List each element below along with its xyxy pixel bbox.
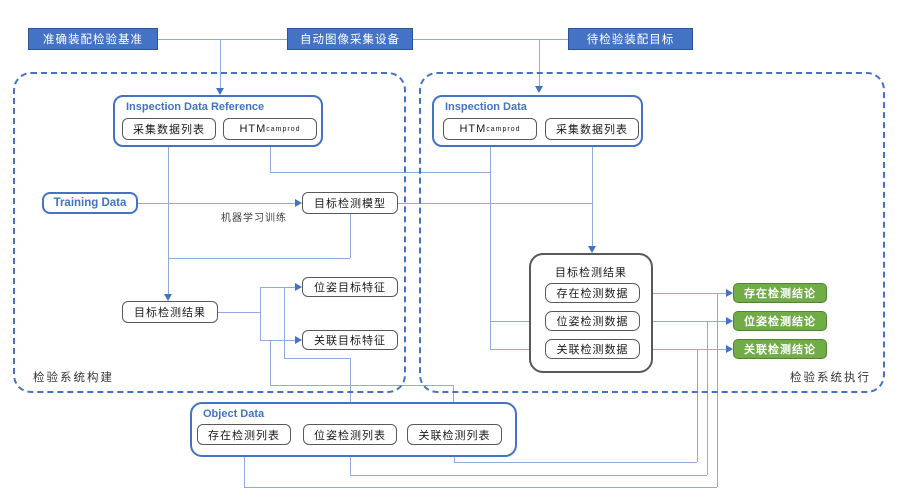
connector-line: [244, 444, 245, 487]
box-association-detection-data: 关联检测数据: [545, 339, 640, 359]
connector-line: [490, 321, 545, 322]
box-pose-target-feature: 位姿目标特征: [302, 277, 398, 297]
arrowhead-right-icon: [726, 288, 733, 297]
box-association-detection-list: 关联检测列表: [407, 424, 502, 445]
connector-line: [244, 487, 717, 488]
connector-line: [640, 293, 726, 294]
connector-line: [260, 340, 296, 341]
panel-system-execution: [419, 72, 885, 393]
htm-superscript: prod: [282, 125, 301, 133]
htm-base: HTM: [239, 123, 267, 135]
node-image-acquisition-device: 自动图像采集设备: [287, 28, 413, 50]
connector-line: [592, 140, 593, 247]
connector-line: [707, 321, 708, 475]
connector-line: [260, 287, 261, 340]
connector-line: [218, 312, 260, 313]
connector-line: [284, 287, 285, 358]
connector-line: [697, 349, 698, 462]
arrowhead-right-icon: [295, 198, 302, 207]
connector-line: [398, 203, 592, 204]
node-assembly-target: 待检验装配目标: [568, 28, 693, 50]
htm-base: HTM: [459, 123, 487, 135]
label-ml-training: 机器学习训练: [221, 213, 287, 224]
node-existence-detection-conclusion: 存在检测结论: [733, 283, 827, 303]
arrowhead-down-icon: [534, 86, 543, 93]
node-accurate-assembly-benchmark: 准确装配检验基准: [28, 28, 158, 50]
connector-line: [168, 258, 350, 259]
connector-line: [539, 39, 540, 89]
connector-line: [270, 172, 490, 173]
node-pose-detection-conclusion: 位姿检测结论: [733, 311, 827, 331]
box-pose-detection-list: 位姿检测列表: [303, 424, 397, 445]
box-collect-data-list-ref: 采集数据列表: [122, 118, 216, 140]
connector-line: [270, 340, 271, 385]
connector-line: [640, 349, 726, 350]
box-collect-data-list: 采集数据列表: [545, 118, 639, 140]
box-detection-model: 目标检测模型: [302, 192, 398, 214]
arrowhead-right-icon: [726, 316, 733, 325]
htm-subscript: cam: [486, 125, 503, 133]
box-existence-detection-list: 存在检测列表: [197, 424, 291, 445]
arrowhead-down-icon: [587, 246, 596, 253]
connector-line: [220, 39, 221, 89]
group-title: Inspection Data Reference: [126, 101, 265, 113]
box-detection-result-left: 目标检测结果: [122, 301, 218, 323]
connector-line: [490, 140, 491, 349]
connector-line: [350, 444, 351, 475]
connector-line: [640, 321, 726, 322]
connector-line: [138, 203, 296, 204]
connector-line: [490, 349, 545, 350]
connector-line: [350, 214, 351, 258]
node-training-data: Training Data: [42, 192, 138, 214]
box-association-target-feature: 关联目标特征: [302, 330, 398, 350]
connector-line: [158, 39, 287, 40]
connector-line: [270, 385, 453, 386]
caption-system-execution: 检验系统执行: [790, 372, 871, 384]
connector-line: [168, 140, 169, 296]
group-title: Inspection Data: [445, 101, 527, 113]
connector-line: [413, 39, 568, 40]
group-title: 目标检测结果: [555, 267, 627, 279]
arrowhead-down-icon: [215, 88, 224, 95]
connector-line: [350, 475, 707, 476]
box-existence-detection-data: 存在检测数据: [545, 283, 640, 303]
arrowhead-right-icon: [726, 344, 733, 353]
connector-line: [717, 293, 718, 487]
arrowhead-right-icon: [295, 335, 302, 344]
arrowhead-right-icon: [295, 282, 302, 291]
panel-system-construction: [13, 72, 406, 393]
box-pose-detection-data: 位姿检测数据: [545, 311, 640, 331]
caption-system-construction: 检验系统构建: [33, 372, 114, 384]
node-association-detection-conclusion: 关联检测结论: [733, 339, 827, 359]
connector-line: [270, 140, 271, 173]
htm-superscript: prod: [502, 125, 521, 133]
connector-line: [260, 287, 296, 288]
arrowhead-down-icon: [163, 294, 172, 301]
htm-subscript: cam: [266, 125, 283, 133]
connector-line: [454, 462, 697, 463]
connector-line: [284, 358, 350, 359]
group-title: Object Data: [203, 408, 265, 420]
